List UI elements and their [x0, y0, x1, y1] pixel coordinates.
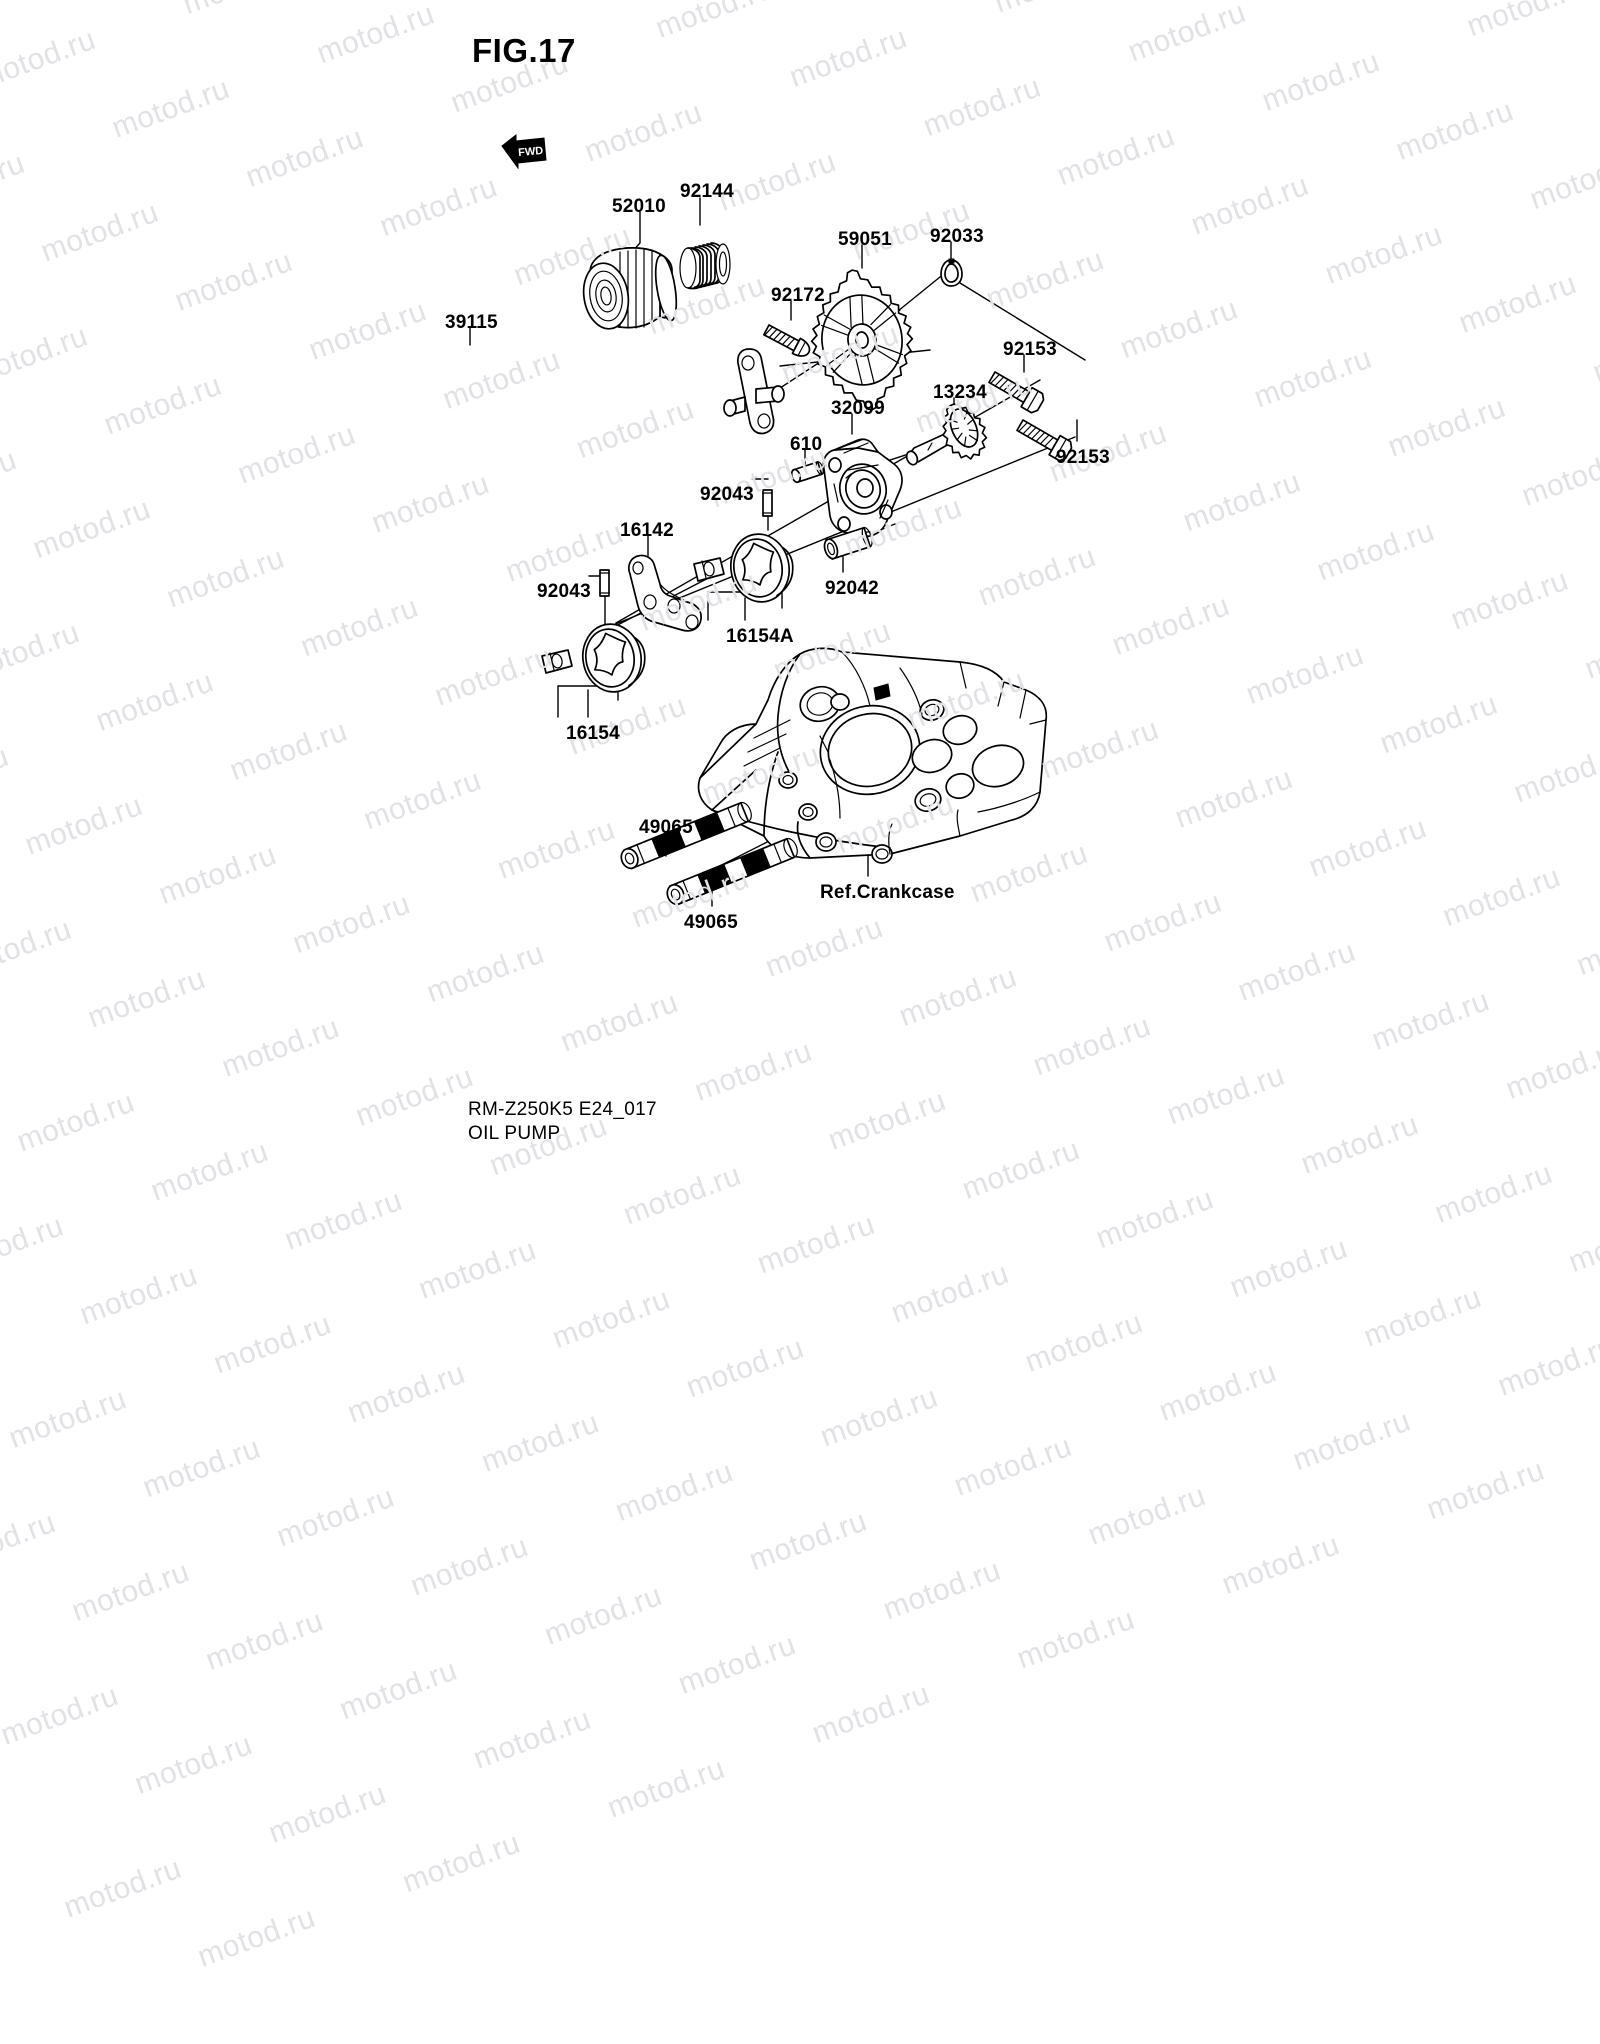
callout-92172: 92172: [771, 285, 825, 307]
watermark-text: motod.ru: [120, 1668, 356, 1829]
watermark-row: motod.rumotod.rumotod.rumotod.rumotod.ru…: [183, 1200, 1600, 2002]
watermark-text: motod.ru: [388, 1766, 624, 1927]
watermark-text: motod.ru: [459, 1643, 695, 1804]
watermark-text: motod.ru: [1350, 1221, 1586, 1382]
footer-model-code: RM-Z250K5 E24_017: [468, 1098, 657, 1122]
watermark-text: motod.ru: [593, 1692, 829, 1853]
watermark-text: motod.ru: [735, 1444, 971, 1605]
callout-610: 610: [790, 434, 822, 456]
callout-92153-upper: 92153: [1003, 339, 1057, 361]
watermark-text: motod.ru: [254, 1717, 490, 1878]
watermark-text: motod.ru: [869, 1493, 1105, 1654]
callout-92033: 92033: [930, 226, 984, 248]
callout-52010: 52010: [612, 196, 666, 218]
watermark-text: motod.ru: [1003, 1543, 1239, 1704]
watermark-text: motod.ru: [1074, 1419, 1310, 1580]
callout-49065-lower: 49065: [684, 912, 738, 934]
watermark-text: motod.ru: [0, 1273, 97, 1434]
callout-39115: 39115: [445, 312, 498, 334]
callout-ref-crankcase: Ref.Crankcase: [820, 882, 955, 904]
callout-16154A: 16154A: [726, 626, 794, 648]
watermark-text: motod.ru: [1011, 1246, 1247, 1407]
watermark-text: motod.ru: [183, 1841, 419, 2002]
watermark-text: motod.ru: [262, 1421, 498, 1582]
watermark-text: motod.ru: [129, 1371, 365, 1532]
watermark-row: motod.rumotod.rumotod.rumotod.rumotod.ru…: [50, 1114, 1600, 1953]
fwd-arrow-icon: FWD: [500, 133, 550, 169]
watermark-text: motod.ru: [1413, 1394, 1600, 1555]
callout-92144: 92144: [680, 181, 734, 203]
watermark-text: motod.ru: [0, 1446, 160, 1607]
watermark-text: motod.ru: [0, 1322, 231, 1483]
watermark-text: motod.ru: [940, 1370, 1176, 1531]
watermark-text: motod.ru: [199, 1248, 435, 1409]
watermark-text: motod.ru: [1145, 1295, 1381, 1456]
watermark-text: motod.ru: [467, 1346, 703, 1507]
watermark-text: motod.ru: [191, 1544, 427, 1705]
watermark-text: motod.ru: [396, 1470, 632, 1631]
callout-label-layer: 52010 92144 59051 92033 92172 39115 9215…: [0, 0, 1600, 1200]
watermark-text: motod.ru: [50, 1792, 286, 1953]
fwd-arrow-marker: FWD: [500, 133, 550, 174]
fwd-arrow-label: FWD: [518, 145, 544, 159]
watermark-text: motod.ru: [806, 1321, 1042, 1482]
watermark-text: motod.ru: [0, 1619, 223, 1780]
watermark-text: motod.ru: [1279, 1344, 1515, 1505]
watermark-text: motod.ru: [798, 1617, 1034, 1778]
callout-92153-lower: 92153: [1056, 447, 1110, 469]
watermark-text: motod.ru: [58, 1495, 294, 1656]
watermark-text: motod.ru: [66, 1198, 302, 1359]
watermark-text: motod.ru: [325, 1593, 561, 1754]
watermark-text: motod.ru: [333, 1297, 569, 1458]
callout-92042: 92042: [825, 578, 879, 600]
callout-16142: 16142: [620, 520, 674, 542]
callout-16154: 16154: [566, 723, 620, 745]
callout-59051: 59051: [838, 229, 892, 251]
watermark-text: motod.ru: [664, 1568, 900, 1729]
watermark-text: motod.ru: [1484, 1270, 1600, 1431]
callout-92043-lower: 92043: [537, 581, 591, 603]
callout-13234: 13234: [933, 382, 987, 404]
figure-title: FIG.17: [472, 32, 576, 70]
watermark-text: motod.ru: [1208, 1468, 1444, 1629]
footer-assembly-name: OIL PUMP: [468, 1122, 657, 1146]
figure-footer: RM-Z250K5 E24_017 OIL PUMP: [468, 1098, 657, 1146]
callout-92043-upper: 92043: [700, 484, 754, 506]
watermark-text: motod.ru: [877, 1197, 1113, 1358]
watermark-text: motod.ru: [530, 1519, 766, 1680]
watermark-text: motod.ru: [672, 1271, 908, 1432]
watermark-text: motod.ru: [538, 1222, 774, 1383]
callout-49065-upper: 49065: [639, 817, 693, 839]
callout-32099: 32099: [831, 398, 885, 420]
watermark-text: motod.ru: [601, 1395, 837, 1556]
